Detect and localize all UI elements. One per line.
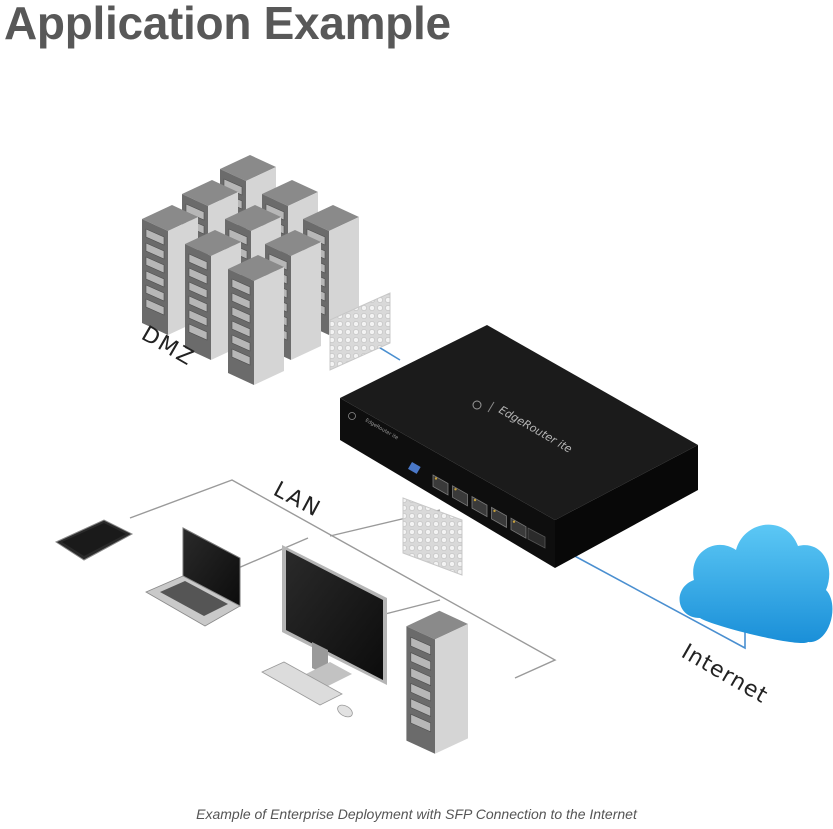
console-port: [408, 462, 421, 474]
cloud-icon: [679, 524, 833, 644]
ethernet-port: [510, 517, 527, 539]
ethernet-port: [452, 485, 468, 507]
sfp-port: [527, 527, 546, 549]
port-led: [512, 520, 516, 523]
ethernet-ports: [432, 474, 527, 539]
ethernet-port: [471, 495, 488, 518]
ethernet-port: [432, 474, 449, 496]
laptop-icon: [145, 527, 241, 627]
page-title: Application Example: [4, 0, 451, 49]
figure-caption: Example of Enterprise Deployment with SF…: [196, 806, 637, 822]
lan-firewall: [402, 497, 463, 576]
port-led: [473, 498, 477, 502]
edge-router: EdgeRouter ite EdgeRouter ite: [340, 325, 698, 568]
firewall-icon: [329, 292, 391, 371]
firewall-icon: [402, 497, 463, 576]
keyboard-icon: [261, 661, 343, 706]
server-icon: [406, 610, 469, 755]
port-led: [454, 488, 457, 491]
router-brand-divider: [487, 401, 495, 413]
desktop-monitor-icon: [282, 545, 387, 688]
port-led: [434, 477, 438, 480]
dmz-firewall: [329, 292, 391, 371]
port-led: [493, 509, 496, 513]
mouse-icon: [337, 704, 353, 718]
server-icon: [227, 254, 285, 386]
lan-server: [406, 610, 469, 755]
ethernet-port: [491, 506, 507, 529]
internet-label: Internet: [677, 640, 772, 709]
tablet-icon: [54, 519, 134, 561]
